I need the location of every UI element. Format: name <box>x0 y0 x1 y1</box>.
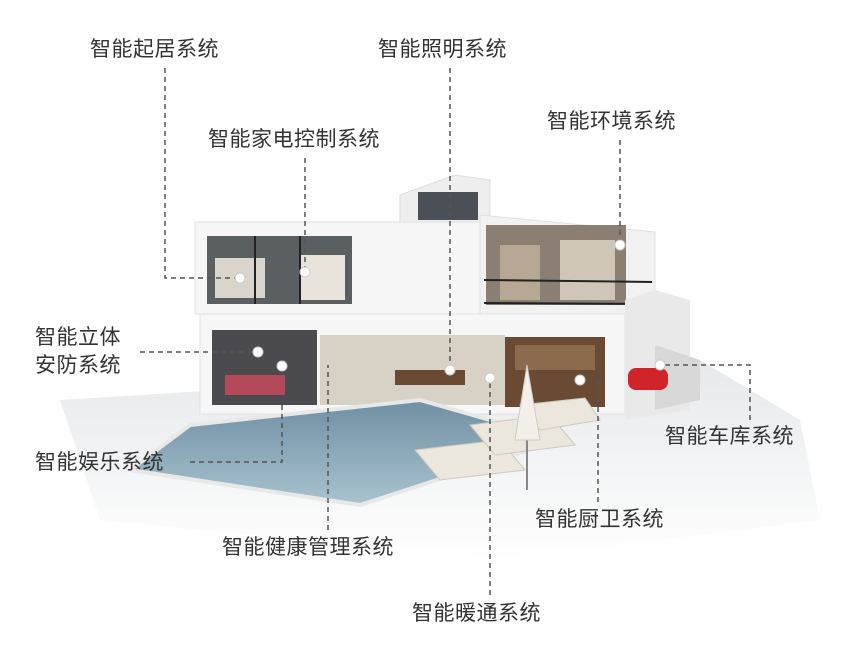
leader-entertainment <box>190 405 283 463</box>
umbrella <box>514 364 541 441</box>
rooftop-window <box>418 192 478 220</box>
terrace-railing <box>483 279 653 283</box>
label-environment: 智能环境系统 <box>547 109 676 133</box>
leader-living <box>164 68 240 279</box>
label-living: 智能起居系统 <box>90 37 219 61</box>
label-garage: 智能车库系统 <box>665 424 794 448</box>
label-health: 智能健康管理系统 <box>222 535 394 559</box>
sensor-dots <box>234 239 666 386</box>
label-appliance: 智能家电控制系统 <box>208 127 380 151</box>
leader-garage <box>665 364 751 420</box>
label-lighting: 智能照明系统 <box>378 37 507 61</box>
leader-lines <box>140 68 751 595</box>
label-entertainment: 智能娱乐系统 <box>35 450 164 474</box>
garage <box>655 345 700 410</box>
label-hvac: 智能暖通系统 <box>412 601 541 625</box>
red-car <box>628 368 668 390</box>
label-security-line2: 安防系统 <box>35 353 121 377</box>
label-security-line1: 智能立体 <box>35 325 121 349</box>
label-kitchen-bath: 智能厨卫系统 <box>535 507 664 531</box>
